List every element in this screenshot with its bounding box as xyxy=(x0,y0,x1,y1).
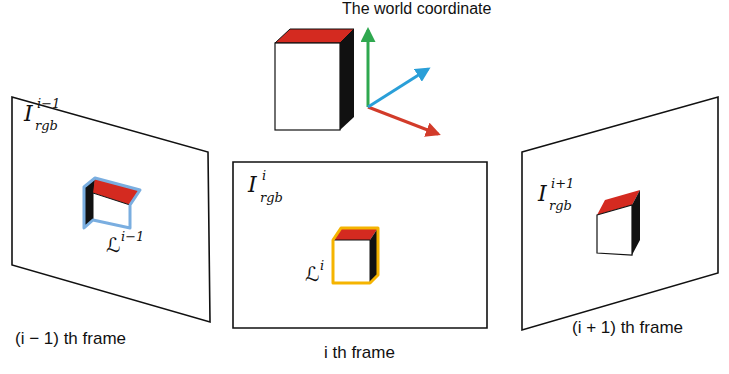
frame-caption: (i − 1) th frame xyxy=(15,330,126,347)
superscript: i−1 xyxy=(121,230,144,243)
axis-title: The world coordinate xyxy=(342,1,491,17)
image-symbol: I xyxy=(538,183,547,205)
world-cube xyxy=(275,29,354,130)
subscript: rgb xyxy=(260,191,283,204)
projected-cube xyxy=(84,178,140,228)
projected-cube xyxy=(597,190,640,255)
superscript: i xyxy=(320,259,324,272)
superscript: i−1 xyxy=(37,97,60,110)
projected-cube xyxy=(333,228,378,283)
subscript: rgb xyxy=(35,119,58,132)
frame-caption: i th frame xyxy=(324,344,395,361)
landmark-symbol: ℒ xyxy=(305,264,319,284)
image-frame: Ii−1rgbℒi−1(i − 1) th frame xyxy=(10,95,212,327)
landmark-symbol: ℒ xyxy=(106,235,120,255)
frame-caption: (i + 1) th frame xyxy=(572,319,683,336)
world-axes xyxy=(368,30,438,134)
subscript: rgb xyxy=(549,199,572,212)
frame-outline xyxy=(520,95,720,332)
superscript: i xyxy=(262,169,266,182)
image-symbol: I xyxy=(248,174,257,196)
superscript: i+1 xyxy=(551,177,574,190)
image-frame: Ii+1rgb(i + 1) th frame xyxy=(520,95,720,332)
image-frame: Iirgbℒii th frame xyxy=(232,160,489,330)
frame-outline xyxy=(232,160,489,330)
image-symbol: I xyxy=(24,103,33,125)
